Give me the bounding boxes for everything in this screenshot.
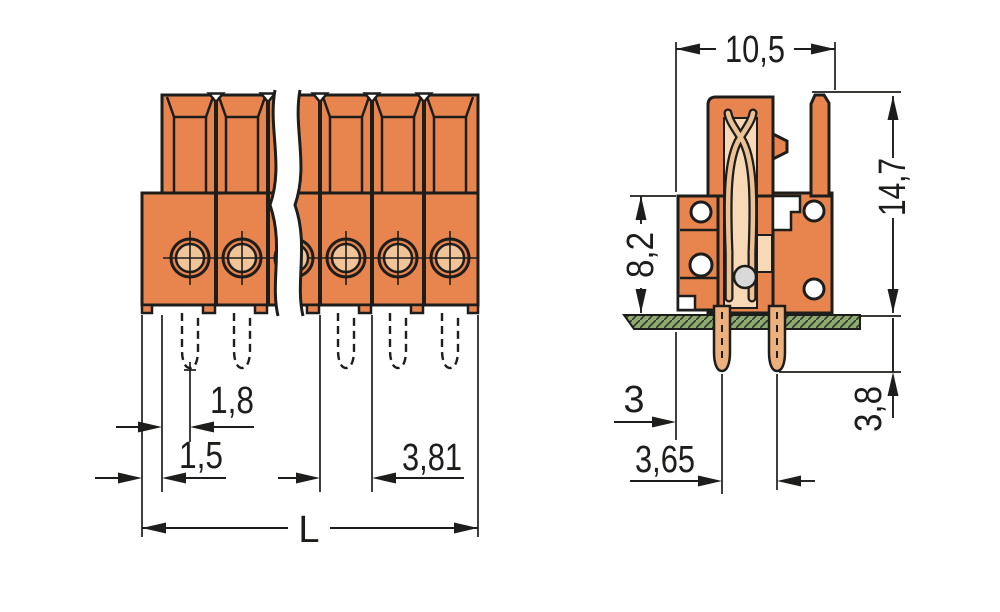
side-holes xyxy=(688,199,826,301)
dim-label-edge-distance: 1,5 xyxy=(179,435,223,477)
front-dimension-arrows xyxy=(118,421,478,534)
connector-housing-front xyxy=(140,93,480,315)
front-dimension-lines xyxy=(95,426,478,529)
pole-dividers xyxy=(214,95,426,305)
pcb xyxy=(622,314,861,330)
solder-pins-side xyxy=(712,304,787,373)
socket-openings xyxy=(165,96,475,192)
front-view-drawing: 1,8 1,5 3,81 L xyxy=(95,89,480,551)
break-gap xyxy=(270,90,303,316)
dim-label-housing-width: 10,5 xyxy=(725,29,785,71)
dim-label-pin-edge-offset: 3 xyxy=(623,379,644,421)
front-extension-lines xyxy=(141,315,479,537)
dim-label-pin-protrusion: 3,8 xyxy=(848,386,890,432)
side-extension-lines xyxy=(630,42,901,494)
stepped-notch xyxy=(771,194,802,232)
latch-lever xyxy=(809,93,831,198)
side-view-drawing: 10,5 14,7 8,2 3 3,65 3,8 xyxy=(614,29,914,494)
break-lines xyxy=(268,89,305,317)
dim-label-pin-spacing: 3,65 xyxy=(635,439,695,481)
bottom-tabs xyxy=(140,303,480,315)
side-dimension-arrows xyxy=(635,43,899,487)
flange-bottom-notch xyxy=(676,294,697,312)
pin-centerlines xyxy=(721,312,778,364)
dim-label-total-height: 14,7 xyxy=(872,158,914,216)
dim-label-total-length: L xyxy=(298,509,319,551)
dim-label-pin-width: 1,8 xyxy=(210,380,254,422)
dim-label-flange-height: 8,2 xyxy=(620,232,662,278)
clamp-spring xyxy=(723,108,758,303)
hole-center-crosses xyxy=(176,244,464,272)
dim-label-pole-pitch: 3,81 xyxy=(402,437,462,479)
flange-detail-lines xyxy=(680,196,720,310)
side-tab xyxy=(771,131,789,162)
wire-entry-circle xyxy=(732,264,758,290)
